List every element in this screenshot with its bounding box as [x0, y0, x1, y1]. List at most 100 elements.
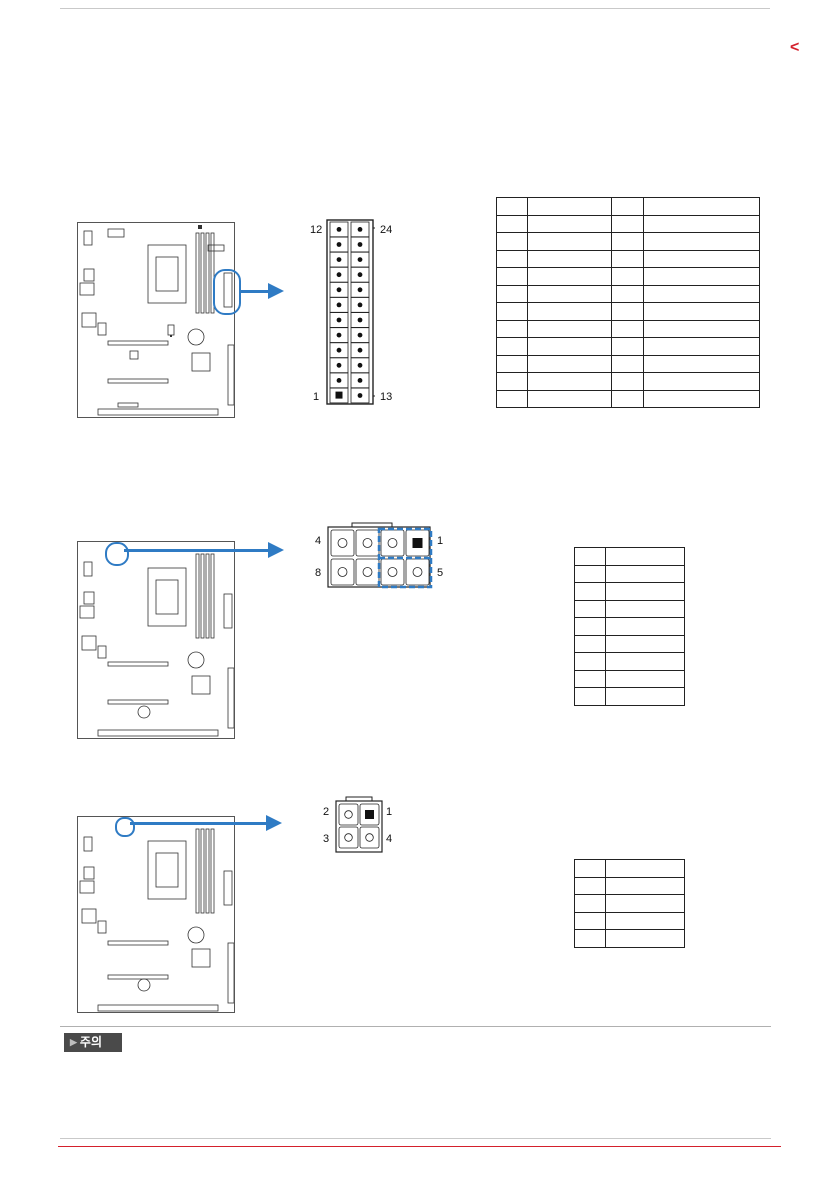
connector-highlight-ring: [115, 817, 135, 837]
note-divider: [60, 1026, 771, 1027]
table-cell: [643, 302, 760, 321]
table-row: [496, 249, 760, 268]
pin-dot-marker: [357, 302, 363, 308]
connector-highlight-ring: [213, 269, 241, 315]
table-cell: [643, 319, 760, 338]
table-row: [574, 564, 686, 583]
table-cell: [643, 232, 760, 251]
table-cell: [604, 929, 686, 948]
table-cell: [574, 652, 606, 671]
table-cell: [643, 284, 760, 303]
table-cell: [574, 687, 606, 706]
pointer-arrow-icon: [266, 815, 282, 831]
table-cell: [604, 859, 686, 878]
table-cell: [496, 354, 528, 373]
back-arrow-icon[interactable]: <: [790, 39, 800, 56]
connector-24pin-svg: [326, 219, 378, 405]
pin-label-1: 1: [313, 391, 320, 403]
table-row: [574, 929, 686, 948]
table-row: [496, 214, 760, 233]
pin-dot-marker: [357, 257, 363, 262]
table-cell: [574, 564, 606, 583]
table-cell: [610, 249, 645, 268]
table-cell: [574, 894, 606, 913]
table-cell: [526, 372, 612, 391]
table-cell: [610, 302, 645, 321]
table-row: [496, 267, 760, 286]
pointer-arrow-line: [130, 822, 270, 825]
note-badge: ▶주의: [64, 1033, 122, 1052]
table-cell: [604, 599, 686, 618]
table-cell: [574, 599, 606, 618]
pin-label-2: 2: [323, 806, 330, 818]
table-row: [574, 876, 686, 895]
table-cell: [526, 214, 612, 233]
table-cell: [526, 389, 612, 408]
table-cell: [496, 389, 528, 408]
pin-dot-marker: [357, 317, 363, 323]
table-row: [574, 582, 686, 601]
pin-dot-marker: [336, 362, 342, 368]
connector-4pin-diagram: [334, 796, 384, 854]
table-row: [496, 197, 760, 216]
pin-dot-marker: [357, 393, 363, 398]
note-badge-label: 주의: [79, 1035, 103, 1049]
pin-round-marker: [387, 567, 398, 577]
pin-round-marker: [362, 567, 373, 577]
table-row: [574, 669, 686, 688]
table-cell: [526, 249, 612, 268]
table-cell: [604, 582, 686, 601]
pin-label-5: 5: [437, 567, 444, 579]
table-cell: [610, 389, 645, 408]
pin-label-8: 8: [315, 567, 322, 579]
pin-square-marker: [335, 391, 343, 399]
pin-dot-marker: [357, 362, 363, 368]
table-cell: [643, 197, 760, 216]
table-cell: [574, 582, 606, 601]
pin-round-marker: [365, 833, 374, 842]
connector-highlight-ring: [105, 542, 129, 566]
table-cell: [643, 354, 760, 373]
pin-label-1: 1: [437, 535, 444, 547]
table-cell: [526, 302, 612, 321]
table-row: [574, 894, 686, 913]
table-row: [574, 617, 686, 636]
table-cell: [604, 634, 686, 653]
pin-label-4: 4: [315, 535, 322, 547]
pin-dot-marker: [336, 287, 342, 293]
table-cell: [496, 302, 528, 321]
pin-dot-marker: [336, 317, 342, 323]
table-cell: [526, 284, 612, 303]
pin-dot-marker: [336, 242, 342, 247]
table-cell: [604, 911, 686, 930]
motherboard-thumbnail-cpu4: [77, 816, 235, 1013]
top-rule: [60, 8, 770, 9]
pin-label-3: 3: [323, 833, 330, 845]
pin-dot-marker: [357, 332, 363, 338]
table-cell: [610, 214, 645, 233]
footer-accent-rule: [58, 1146, 781, 1147]
table-cell: [496, 319, 528, 338]
table-row: [574, 687, 686, 706]
table-row: [574, 859, 686, 878]
table-row: [496, 232, 760, 251]
table-row: [496, 337, 760, 356]
table-cell: [574, 617, 606, 636]
table-cell: [496, 214, 528, 233]
pin-dot-marker: [336, 332, 342, 338]
table-cell: [574, 911, 606, 930]
pin-dot-marker: [336, 257, 342, 262]
motherboard-thumbnail-cpu8: [77, 541, 235, 739]
table-cell: [496, 267, 528, 286]
pin-label-13: 13: [380, 391, 393, 403]
table-cell: [610, 319, 645, 338]
table-cell: [526, 337, 612, 356]
table-row: [574, 652, 686, 671]
pin-dot-marker: [336, 272, 342, 278]
table-cell: [604, 669, 686, 688]
table-cell: [574, 929, 606, 948]
table-cell: [643, 372, 760, 391]
pin-square-marker: [412, 538, 423, 548]
table-cell: [496, 372, 528, 391]
pin-round-marker: [344, 833, 353, 842]
